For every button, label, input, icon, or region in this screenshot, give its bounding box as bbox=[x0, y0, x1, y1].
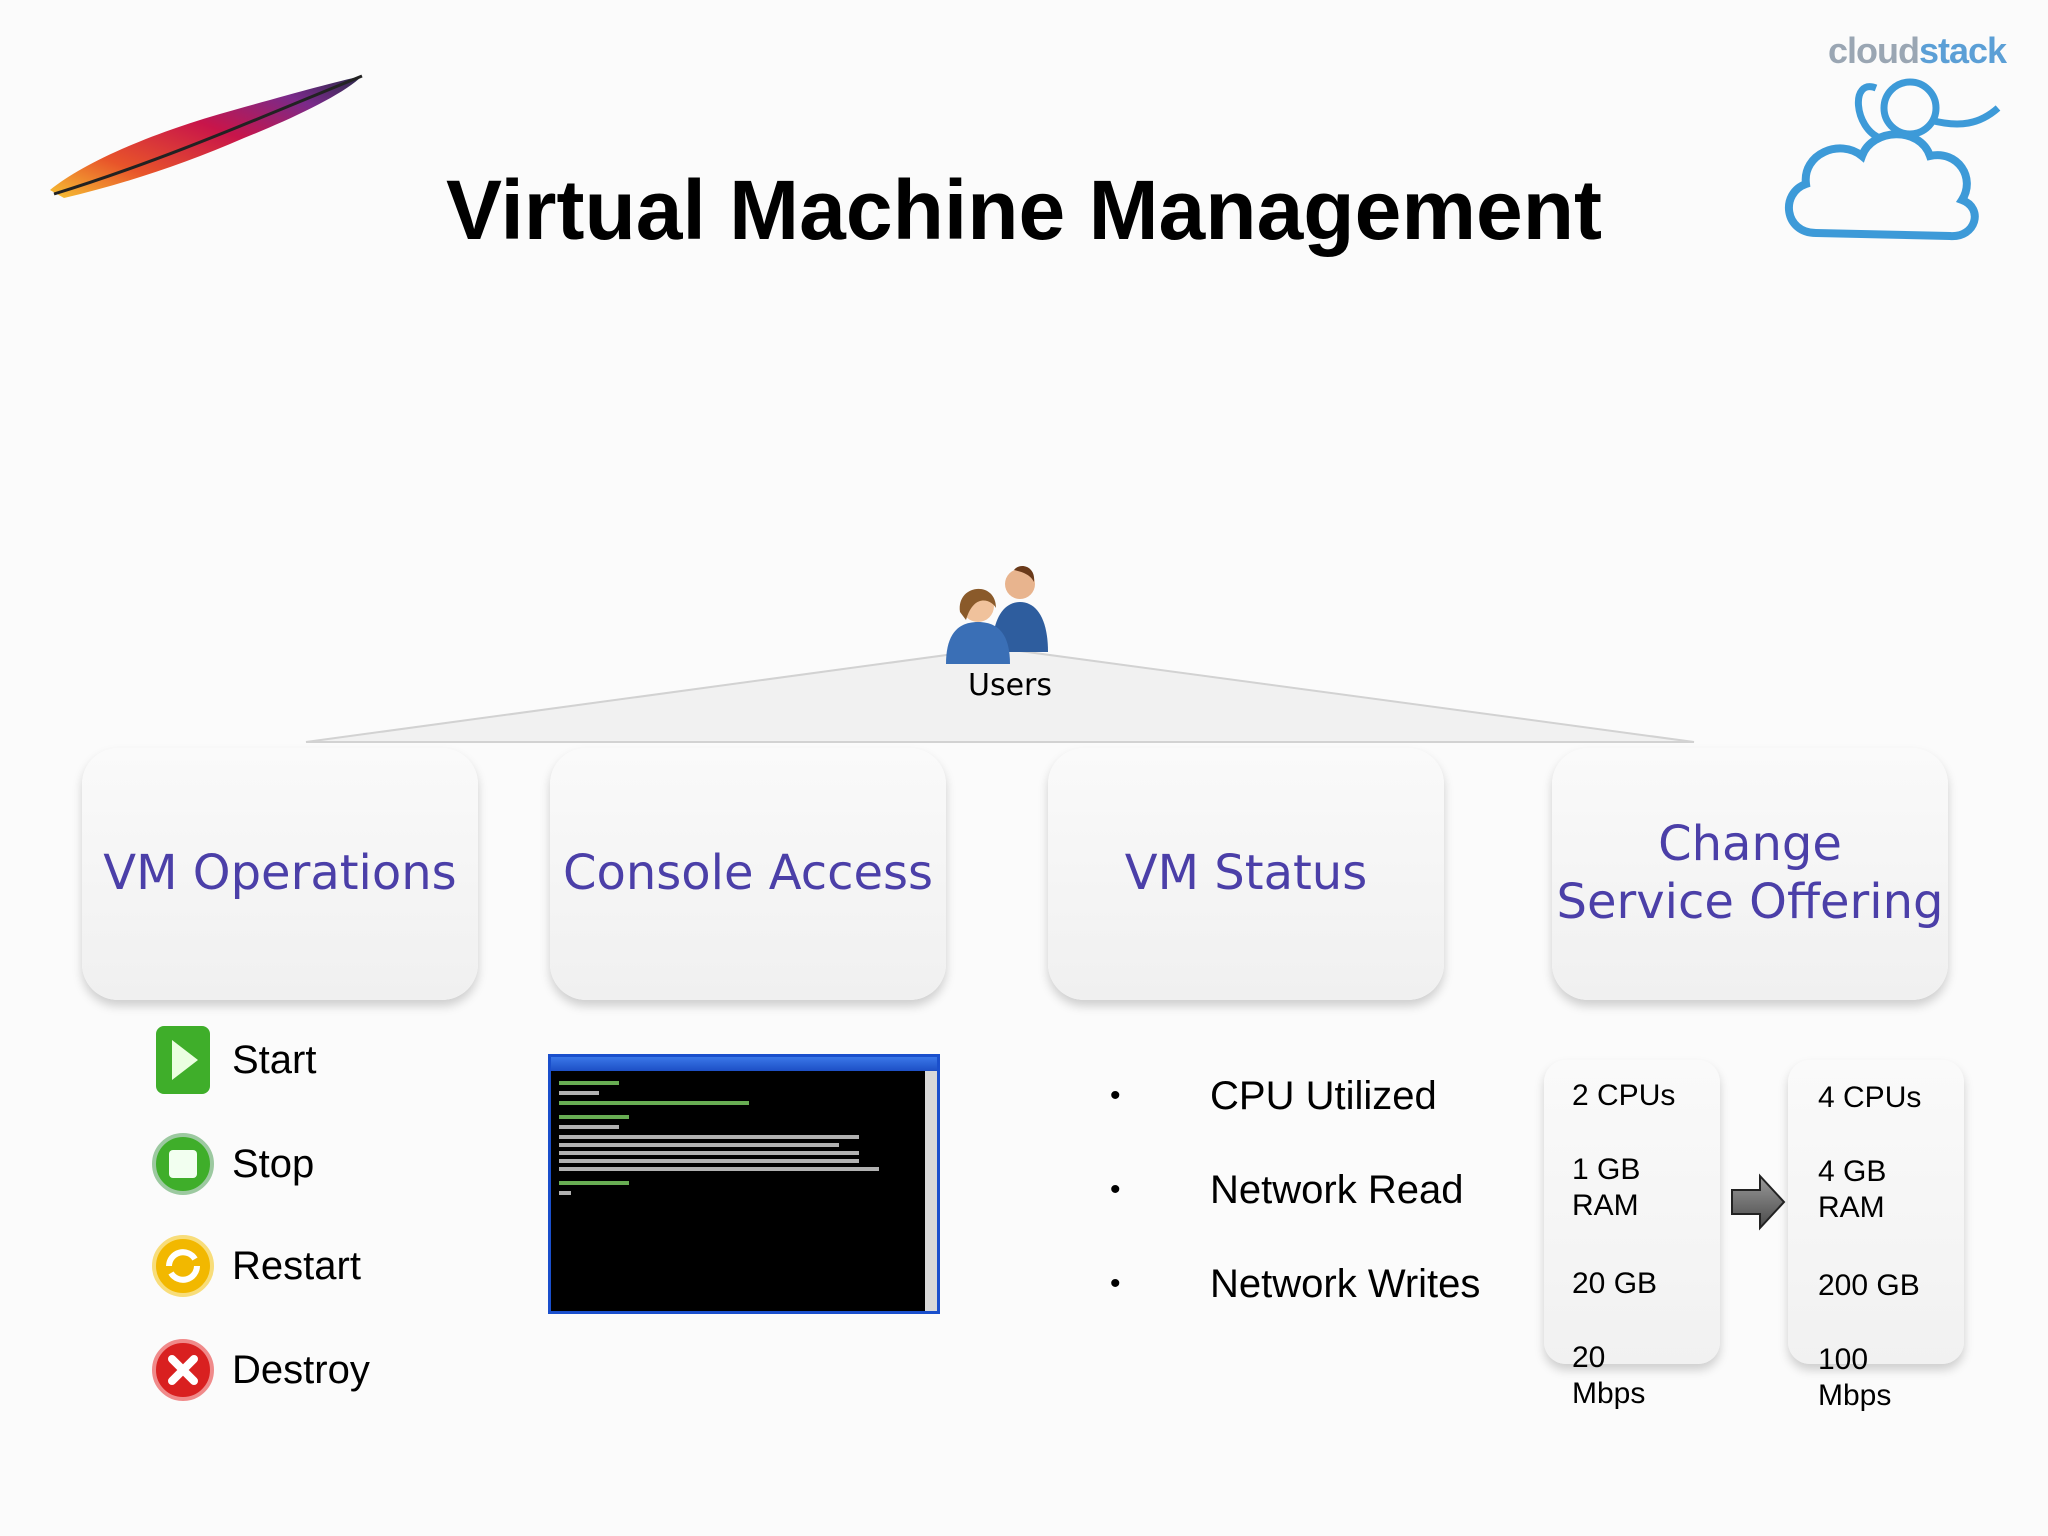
category-vm-status: VM Status bbox=[1048, 748, 1444, 1000]
cloudstack-monkey-logo bbox=[1785, 78, 2001, 240]
op-label: Stop bbox=[232, 1141, 315, 1186]
op-label: Start bbox=[232, 1037, 317, 1082]
status-item-label: Network Writes bbox=[1210, 1261, 1481, 1306]
spec-ram: 1 GB RAM bbox=[1572, 1153, 1641, 1222]
op-start: Start bbox=[150, 1020, 316, 1100]
bullet: • bbox=[1110, 1267, 1121, 1300]
spec-ram: 4 GB RAM bbox=[1818, 1155, 1887, 1224]
spec-disk: 200 GB bbox=[1818, 1269, 1920, 1302]
bullet: • bbox=[1110, 1173, 1121, 1206]
cloudstack-wordmark: cloudstack bbox=[1828, 30, 2007, 71]
spec-network: 20 Mbps bbox=[1572, 1341, 1646, 1410]
op-label: Restart bbox=[232, 1243, 361, 1288]
restart-icon bbox=[152, 1235, 214, 1297]
spec-box-current bbox=[1544, 1060, 1720, 1364]
users-label: Users bbox=[967, 668, 1052, 703]
status-item-label: CPU Utilized bbox=[1210, 1073, 1437, 1118]
op-destroy: Destroy bbox=[150, 1330, 370, 1410]
console-terminal-screenshot bbox=[548, 1054, 940, 1314]
start-icon bbox=[156, 1026, 210, 1094]
spec-cpu: 4 CPUs bbox=[1818, 1081, 1922, 1114]
op-restart: Restart bbox=[150, 1226, 361, 1306]
spec-cpu: 2 CPUs bbox=[1572, 1079, 1676, 1112]
status-item: • Network Writes bbox=[1110, 1254, 1480, 1314]
apache-feather-logo bbox=[50, 74, 363, 198]
console-scrollbar bbox=[925, 1071, 937, 1311]
status-item: • Network Read bbox=[1110, 1160, 1463, 1220]
arrow-right-icon bbox=[1731, 1173, 1786, 1231]
category-change-service-offering: Change Service Offering bbox=[1552, 748, 1948, 1000]
bullet: • bbox=[1110, 1079, 1121, 1112]
category-console-access: Console Access bbox=[550, 748, 946, 1000]
stop-icon bbox=[152, 1133, 214, 1195]
users-icon bbox=[946, 566, 1048, 664]
spec-disk: 20 GB bbox=[1572, 1267, 1658, 1300]
spec-network: 100 Mbps bbox=[1818, 1343, 1892, 1412]
op-stop: Stop bbox=[150, 1124, 314, 1204]
category-vm-operations: VM Operations bbox=[82, 748, 478, 1000]
console-titlebar bbox=[551, 1057, 937, 1071]
destroy-icon bbox=[152, 1339, 214, 1401]
status-item: • CPU Utilized bbox=[1110, 1066, 1437, 1126]
op-label: Destroy bbox=[232, 1347, 370, 1392]
slide-title: Virtual Machine Management bbox=[445, 163, 1603, 257]
spec-box-new bbox=[1788, 1060, 1964, 1364]
status-item-label: Network Read bbox=[1210, 1167, 1464, 1212]
